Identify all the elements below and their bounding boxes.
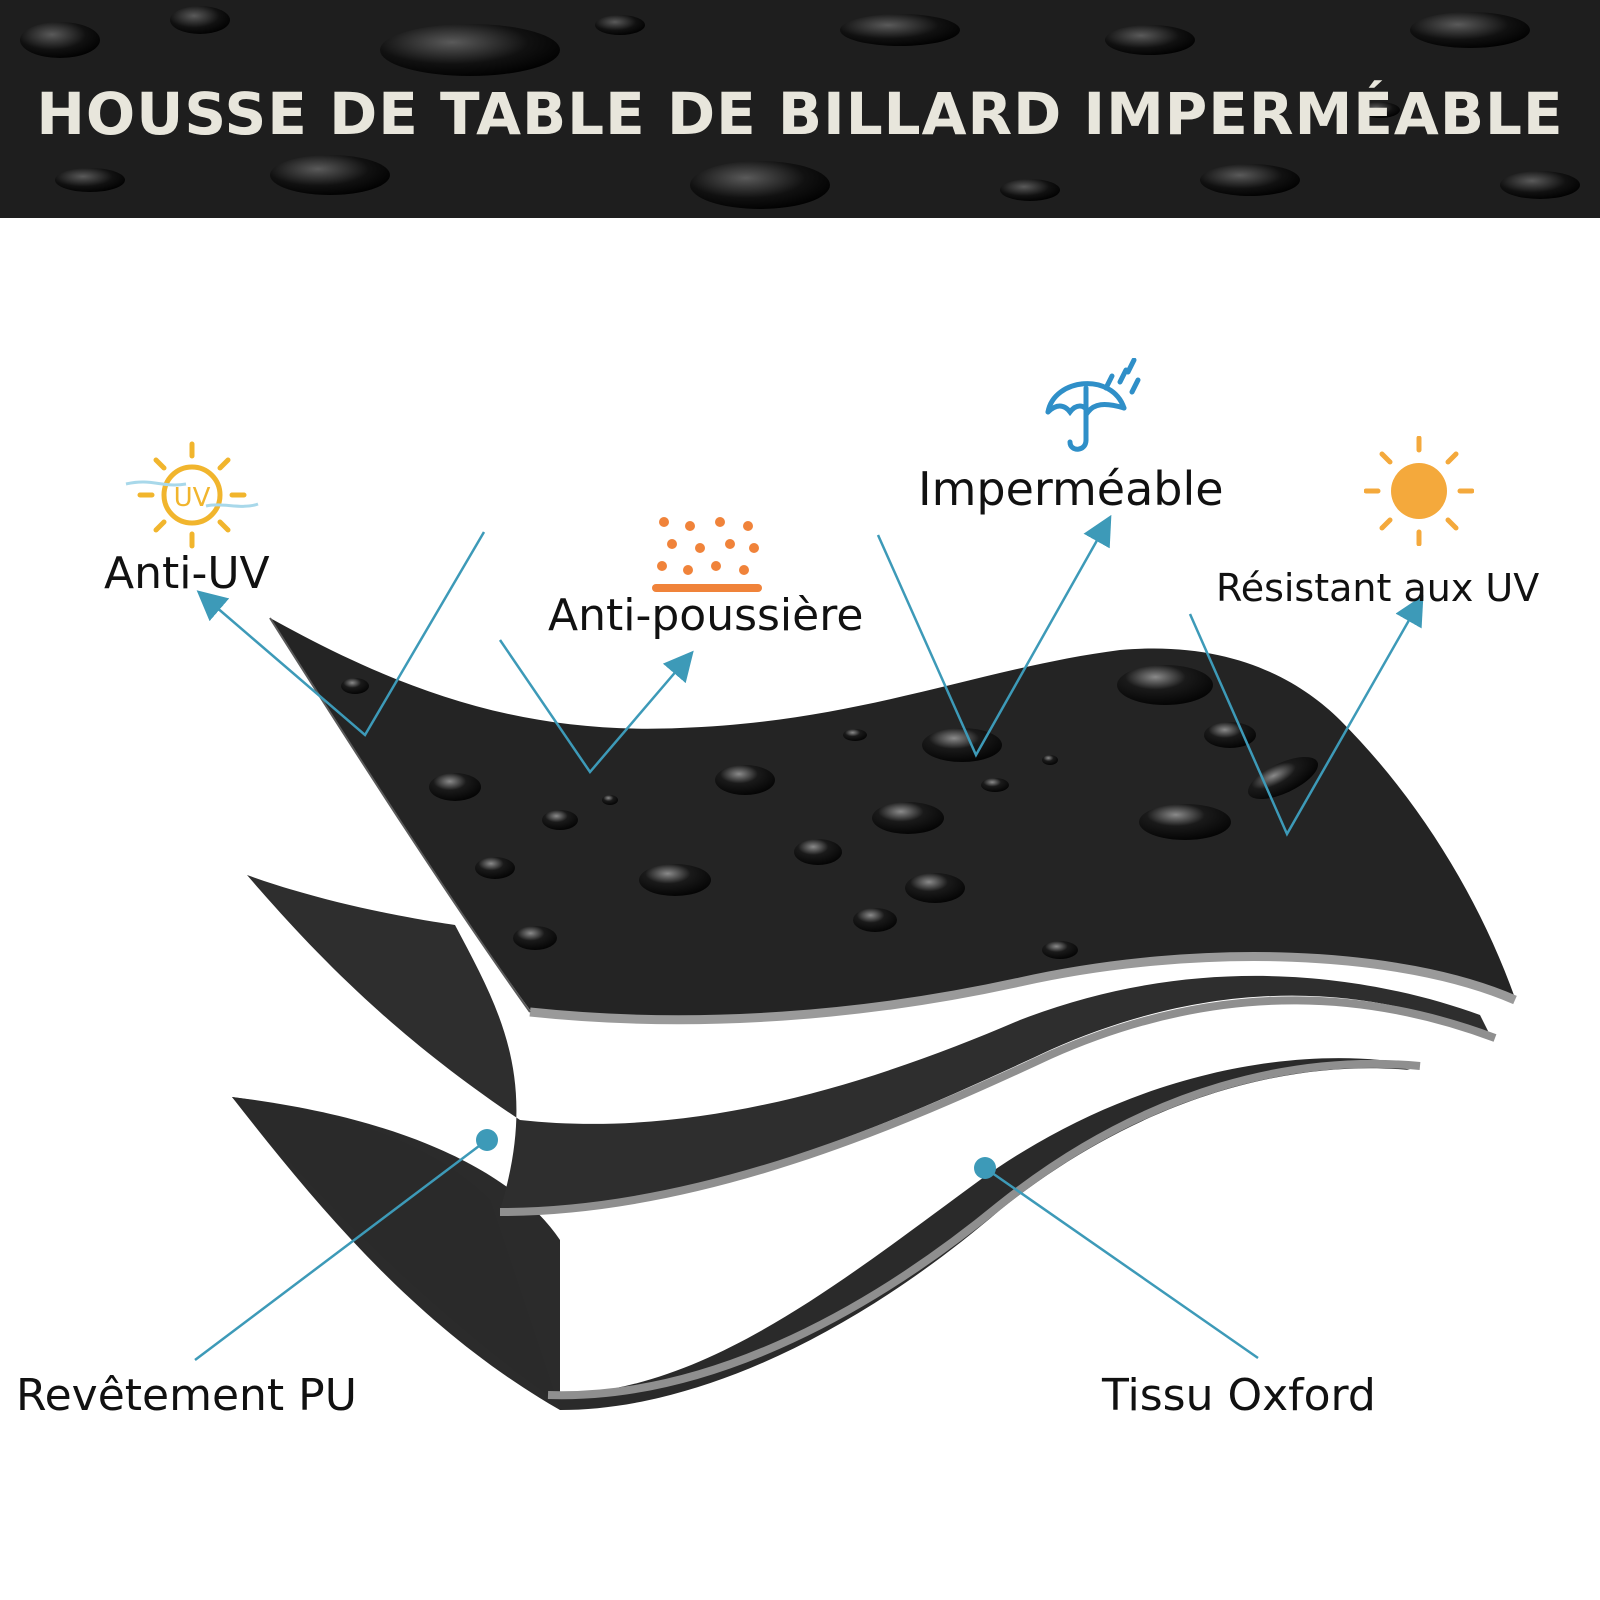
uv-resistant-label: Résistant aux UV (1216, 566, 1540, 610)
uv-sun-icon: UV (125, 441, 259, 549)
oxford-pointer (984, 1166, 1259, 1360)
pu-marker-dot (476, 1129, 498, 1151)
anti-uv-pointer (196, 531, 486, 737)
top-layer (269, 617, 1517, 1025)
waterproof-label: Imperméable (918, 462, 1224, 516)
pu-coating-label: Revêtement PU (16, 1370, 357, 1421)
sun-icon (1364, 436, 1474, 546)
anti-dust-label: Anti-poussière (548, 590, 864, 641)
waterproof-pointer (876, 514, 1112, 758)
pointer-lines (194, 514, 1424, 1361)
pu-pointer (194, 1139, 488, 1361)
water-drops-texture (0, 0, 1600, 218)
umbrella-rain-icon (1045, 358, 1141, 452)
oxford-fabric-label: Tissu Oxford (1102, 1370, 1376, 1421)
uv-resistant-pointer (1188, 594, 1424, 837)
svg-text:UV: UV (174, 483, 211, 513)
anti-uv-label: Anti-UV (104, 548, 270, 599)
page-title: HOUSSE DE TABLE DE BILLARD IMPERMÉABLE (36, 80, 1564, 148)
dust-icon (652, 517, 762, 592)
oxford-marker-dot (974, 1157, 996, 1179)
dust-pointer (498, 639, 694, 775)
pu-layer (247, 875, 1497, 1216)
oxford-layer (232, 1058, 1421, 1410)
header-banner: HOUSSE DE TABLE DE BILLARD IMPERMÉABLE (0, 0, 1600, 218)
